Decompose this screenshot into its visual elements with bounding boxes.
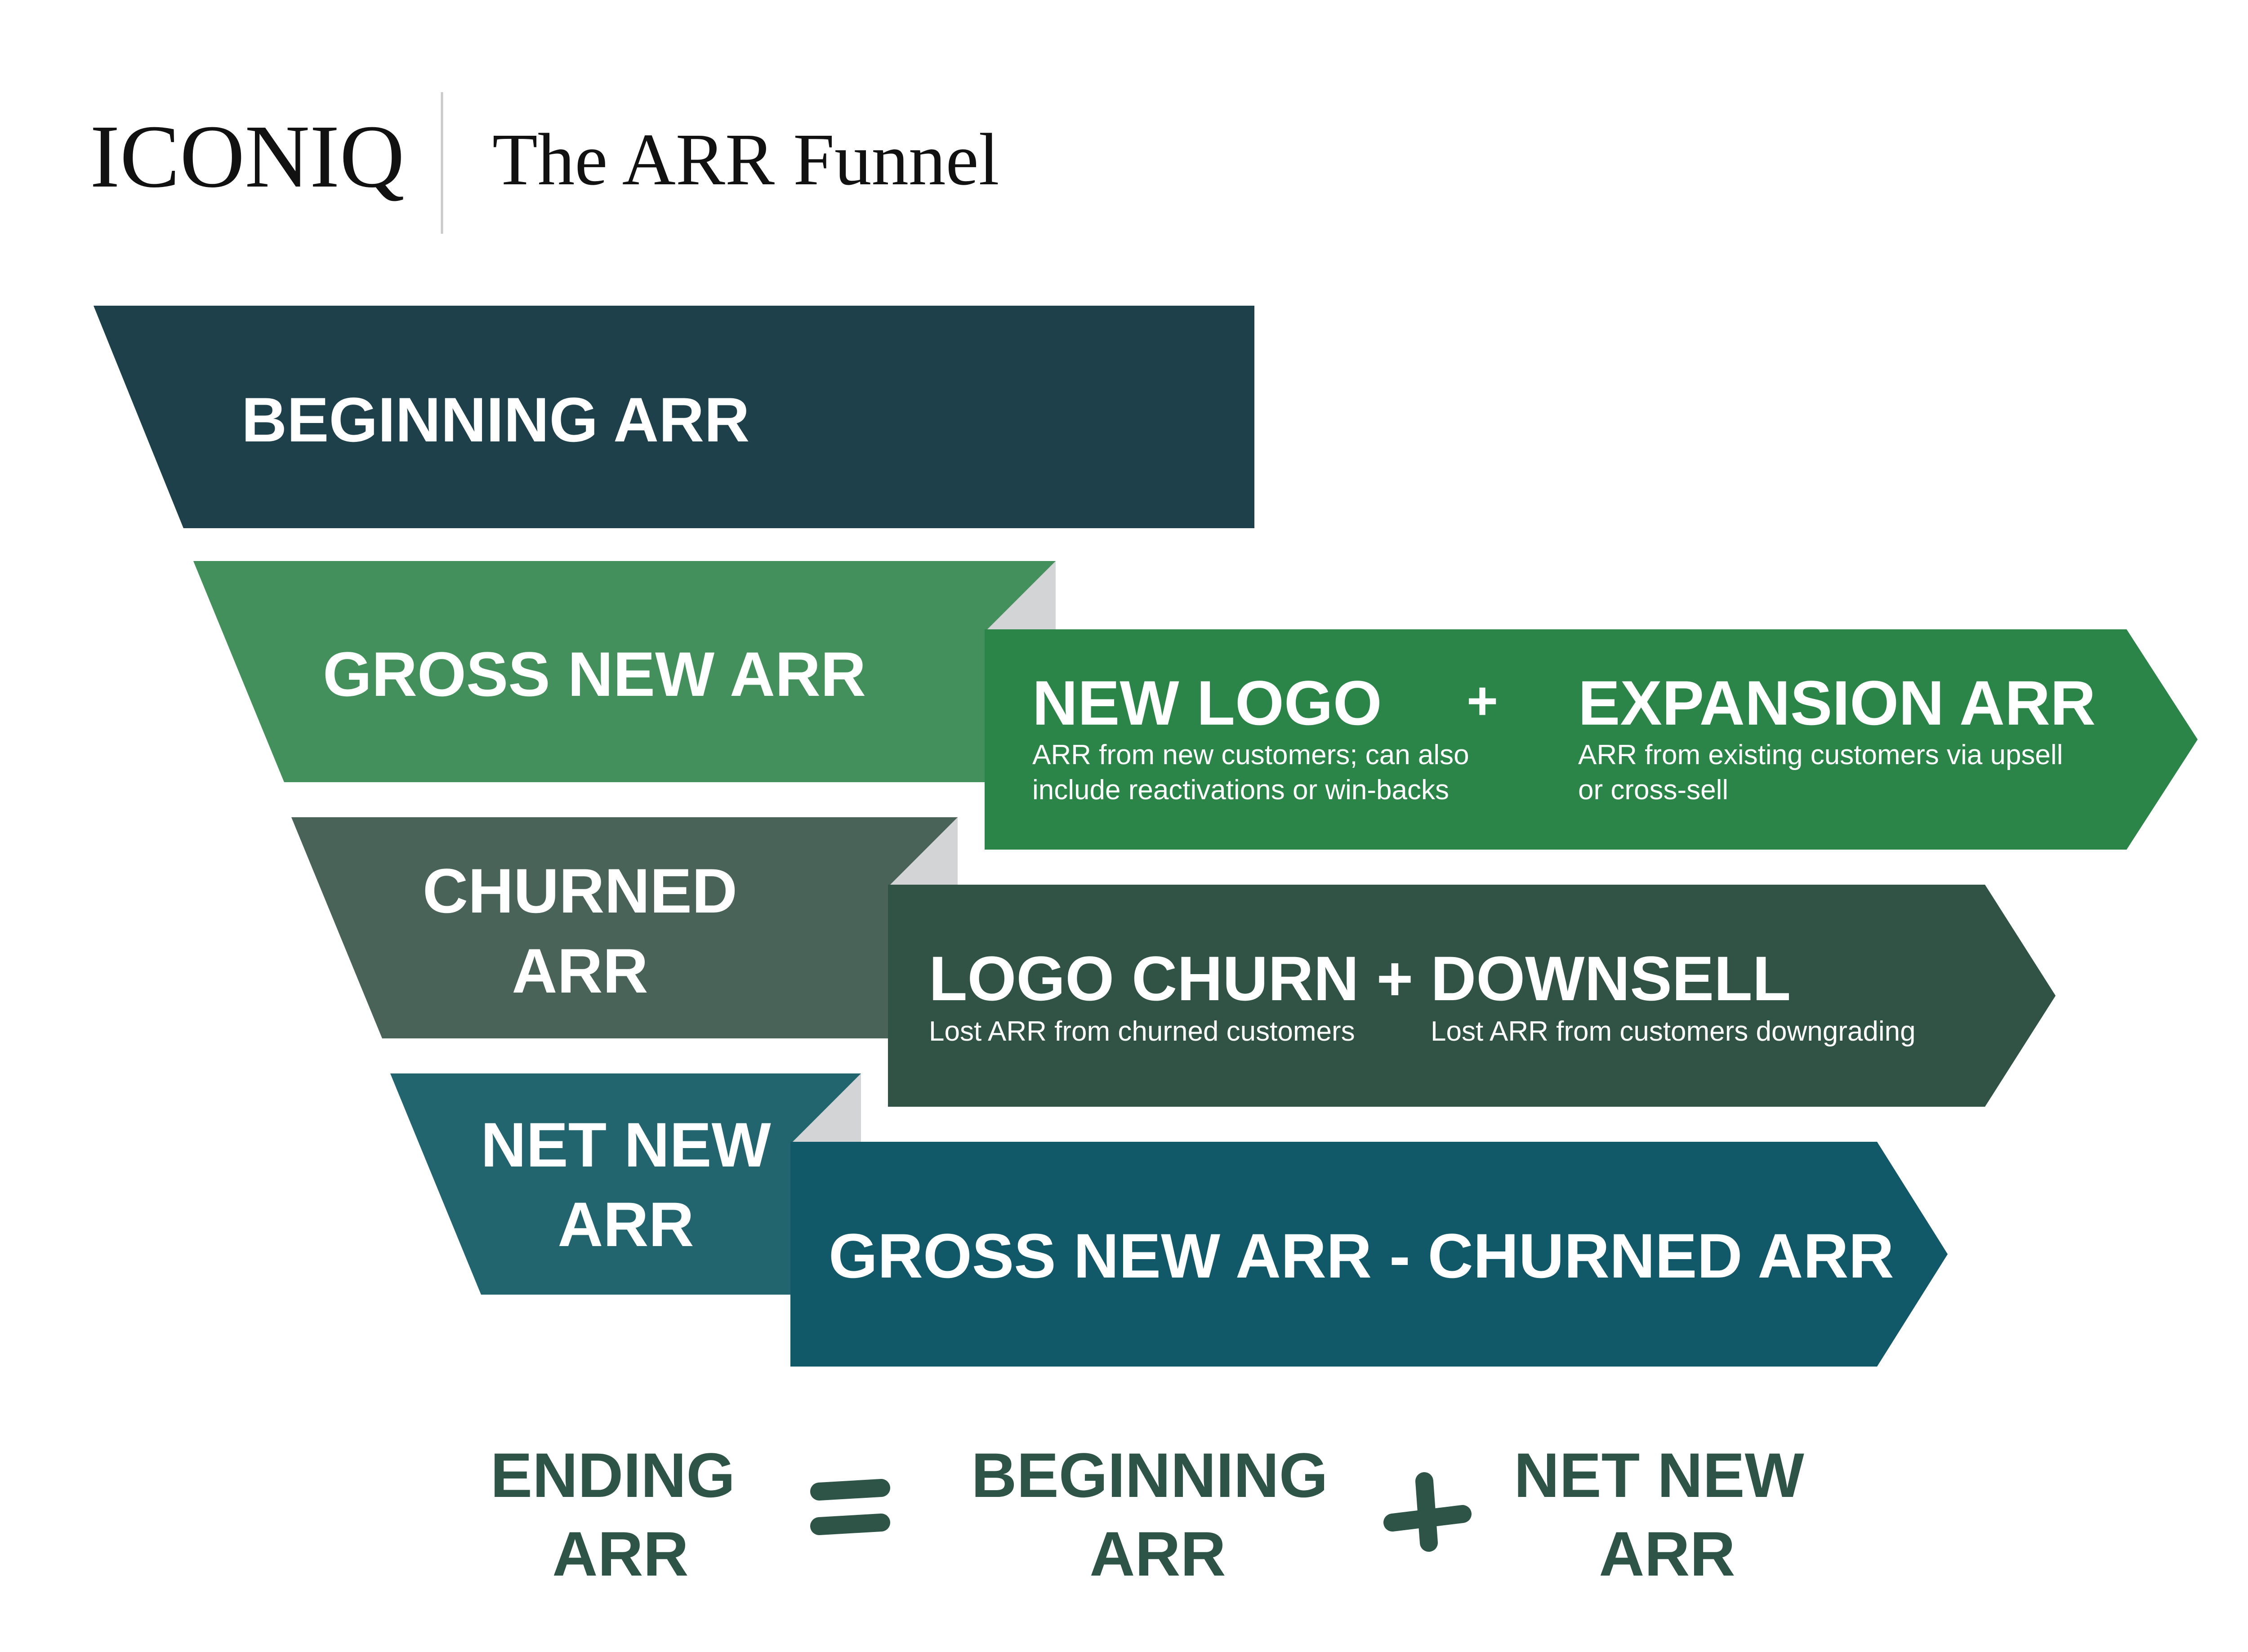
new-logo-desc-line1: ARR from new customers; can also bbox=[1032, 739, 1469, 770]
expansion-desc-line1: ARR from existing customers via upsell bbox=[1578, 739, 2063, 770]
arrow-net-shape bbox=[790, 1142, 1948, 1367]
downsell-desc: Lost ARR from customers downgrading bbox=[1431, 1016, 1916, 1047]
equals-icon bbox=[810, 1479, 890, 1535]
funnel-gross-fold bbox=[987, 561, 1056, 629]
arrow-gross-shape bbox=[985, 629, 2198, 850]
expansion-desc-line2: or cross-sell bbox=[1578, 775, 1728, 806]
funnel-beginning: BEGINNING ARR bbox=[94, 306, 1254, 528]
equation-ending-line1: ENDING bbox=[491, 1440, 735, 1510]
funnel-churned-fold bbox=[890, 817, 958, 885]
arrow-churn: LOGO CHURN + DOWNSELL Lost ARR from chur… bbox=[888, 885, 2056, 1107]
header: ICONIQ The ARR Funnel bbox=[90, 92, 999, 234]
expansion-arr-label: EXPANSION ARR bbox=[1578, 668, 2096, 738]
funnel-beginning-band bbox=[94, 306, 1254, 528]
arrow-churn-shape bbox=[888, 885, 2056, 1107]
equation-netnew-line2: ARR bbox=[1599, 1518, 1735, 1589]
funnel-net-label-line1: NET NEW bbox=[481, 1109, 771, 1180]
funnel-churned-label-line1: CHURNED bbox=[423, 855, 737, 926]
new-logo-label: NEW LOGO bbox=[1032, 668, 1382, 738]
logo-churn-downsell-label: LOGO CHURN + DOWNSELL bbox=[929, 943, 1791, 1014]
funnel-gross-band bbox=[193, 561, 1056, 782]
plus-icon bbox=[1383, 1472, 1472, 1552]
funnel-churned: CHURNED ARR bbox=[291, 817, 958, 1038]
logo-churn-desc: Lost ARR from churned customers bbox=[929, 1016, 1355, 1047]
funnel-churned-label-line2: ARR bbox=[512, 935, 648, 1006]
brand-logo: ICONIQ bbox=[90, 107, 405, 206]
net-formula-label: GROSS NEW ARR - CHURNED ARR bbox=[829, 1220, 1894, 1291]
equation-beginning-line2: ARR bbox=[1089, 1518, 1226, 1589]
arrow-gross: NEW LOGO + EXPANSION ARR ARR from new cu… bbox=[985, 629, 2198, 850]
funnel-net: NET NEW ARR bbox=[390, 1073, 861, 1295]
funnel-gross-label: GROSS NEW ARR bbox=[323, 639, 866, 709]
funnel-net-label-line2: ARR bbox=[558, 1189, 694, 1260]
arrow-gross-plus: + bbox=[1467, 671, 1498, 731]
page-title: The ARR Funnel bbox=[492, 118, 999, 200]
equation-beginning-line1: BEGINNING bbox=[971, 1440, 1328, 1510]
new-logo-desc-line2: include reactivations or win-backs bbox=[1032, 775, 1449, 806]
funnel-net-fold bbox=[793, 1073, 861, 1142]
funnel-gross: GROSS NEW ARR bbox=[193, 561, 1056, 782]
arrow-net: GROSS NEW ARR - CHURNED ARR bbox=[790, 1142, 1948, 1367]
funnel-churned-band bbox=[291, 817, 958, 1038]
equation-ending-line2: ARR bbox=[552, 1518, 688, 1589]
ending-arr-equation: ENDING ARR BEGINNING ARR NET NEW ARR bbox=[491, 1440, 1804, 1589]
funnel-net-band bbox=[390, 1073, 861, 1295]
equation-netnew-line1: NET NEW bbox=[1514, 1440, 1804, 1510]
funnel-beginning-label: BEGINNING ARR bbox=[241, 384, 749, 455]
